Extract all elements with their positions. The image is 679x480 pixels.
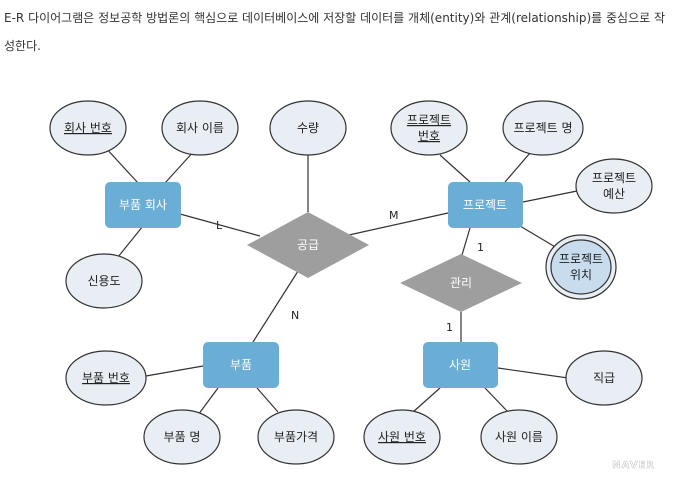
attribute-label: 수량 — [297, 121, 319, 135]
line-company-name — [164, 149, 196, 184]
attribute-label: 신용도 — [87, 274, 120, 288]
attribute-shape — [257, 409, 335, 465]
attribute-shape — [49, 100, 127, 156]
attribute-part-name: 부품 명 — [143, 409, 221, 465]
attribute-shape — [390, 100, 468, 156]
relationship-shape — [400, 254, 522, 312]
attribute-project-location-multivalued: 프로젝트 위치 — [545, 234, 617, 300]
entity-shape — [448, 182, 523, 228]
line-position — [497, 367, 569, 379]
attribute-label: 회사 이름 — [176, 121, 224, 135]
relationships: 공급 관리 — [247, 212, 522, 312]
line-company-supply — [179, 213, 261, 237]
entity-shape — [203, 342, 279, 388]
attribute-position: 직급 — [565, 350, 643, 406]
entity-shape — [423, 342, 498, 388]
line-company-no — [104, 146, 139, 184]
attribute-employee-name: 사원 이름 — [480, 409, 558, 465]
entities: 부품 회사 프로젝트 부품 사원 — [105, 182, 523, 388]
line-part-no — [145, 365, 204, 377]
line-project-supply — [348, 212, 449, 236]
entity-label: 프로젝트 — [463, 198, 507, 212]
attribute-shape — [269, 100, 347, 156]
cardinality-project-manage: 1 — [477, 241, 484, 254]
attribute-label-line1: 프로젝트 — [407, 113, 451, 127]
attribute-label-line2: 예산 — [603, 187, 625, 201]
line-project-location — [519, 225, 558, 249]
line-project-budget — [522, 190, 578, 203]
line-project-name — [504, 152, 531, 183]
line-part-price — [256, 387, 279, 413]
relationship-supply: 공급 — [247, 212, 369, 278]
line-project-no — [439, 154, 471, 183]
relationship-manage: 관리 — [400, 254, 522, 312]
attribute-project-no: 프로젝트 번호 — [390, 100, 468, 156]
attribute-shape — [575, 158, 653, 214]
connector-lines — [104, 146, 578, 416]
entity-label: 부품 회사 — [119, 198, 167, 212]
entity-project: 프로젝트 — [448, 182, 523, 228]
attribute-project-name: 프로젝트 명 — [502, 100, 584, 156]
naver-watermark: NAVER — [612, 460, 655, 471]
intro-text: E-R 다이어그램은 정보공학 방법론의 핵심으로 데이터베이스에 저장할 데이… — [4, 11, 666, 53]
attribute-shape-inner — [550, 239, 612, 295]
relationship-label: 관리 — [450, 276, 472, 290]
entity-label: 사원 — [449, 358, 471, 372]
attribute-shape — [363, 409, 441, 465]
cardinality-part-supply: N — [291, 309, 299, 322]
cardinality-labels: L M N 1 1 — [216, 209, 484, 334]
attribute-label: 회사 번호 — [64, 121, 112, 135]
attribute-shape — [161, 100, 239, 156]
line-part-supply — [252, 267, 301, 343]
cardinality-company-supply: L — [216, 219, 223, 232]
attribute-label-line1: 프로젝트 — [592, 171, 636, 185]
entity-part: 부품 — [203, 342, 279, 388]
entity-shape — [105, 182, 181, 228]
attribute-project-budget: 프로젝트 예산 — [575, 158, 653, 214]
line-employee-no — [412, 387, 441, 413]
attribute-label: 부품 번호 — [82, 371, 130, 385]
line-credit — [117, 225, 144, 258]
attribute-label: 부품 명 — [164, 430, 201, 444]
entity-label: 부품 — [230, 358, 252, 372]
entity-parts-company: 부품 회사 — [105, 182, 181, 228]
attribute-label: 부품가격 — [274, 430, 318, 444]
attribute-label-line1: 프로젝트 — [559, 252, 603, 266]
attribute-shape — [65, 253, 143, 309]
attribute-shape — [565, 350, 643, 406]
attribute-label: 프로젝트 명 — [513, 121, 572, 135]
line-part-name — [197, 387, 219, 416]
attribute-shape — [502, 100, 584, 156]
attribute-label-line2: 위치 — [570, 268, 592, 282]
attribute-part-no: 부품 번호 — [65, 350, 147, 406]
attribute-part-price: 부품가격 — [257, 409, 335, 465]
attribute-credit: 신용도 — [65, 253, 143, 309]
attribute-shape — [480, 409, 558, 465]
attribute-label: 사원 이름 — [495, 430, 543, 444]
attribute-shape — [65, 350, 147, 406]
attribute-label: 사원 번호 — [378, 430, 426, 444]
relationship-shape — [247, 212, 369, 278]
cardinality-employee-manage: 1 — [446, 321, 453, 334]
attribute-company-no: 회사 번호 — [49, 100, 127, 156]
attribute-label-line2: 번호 — [418, 129, 440, 143]
attribute-company-name: 회사 이름 — [161, 100, 239, 156]
attribute-quantity: 수량 — [269, 100, 347, 156]
attribute-employee-no: 사원 번호 — [363, 409, 441, 465]
line-project-manage — [461, 227, 471, 256]
attribute-shape — [143, 409, 221, 465]
line-employee-name — [484, 387, 509, 413]
attribute-label: 직급 — [593, 371, 615, 385]
attributes: 회사 번호 회사 이름 신용도 수량 프로젝트 번호 프로젝트 명 프로젝트 예… — [49, 100, 653, 465]
entity-employee: 사원 — [423, 342, 498, 388]
relationship-label: 공급 — [297, 238, 319, 252]
cardinality-project-supply: M — [389, 209, 399, 222]
